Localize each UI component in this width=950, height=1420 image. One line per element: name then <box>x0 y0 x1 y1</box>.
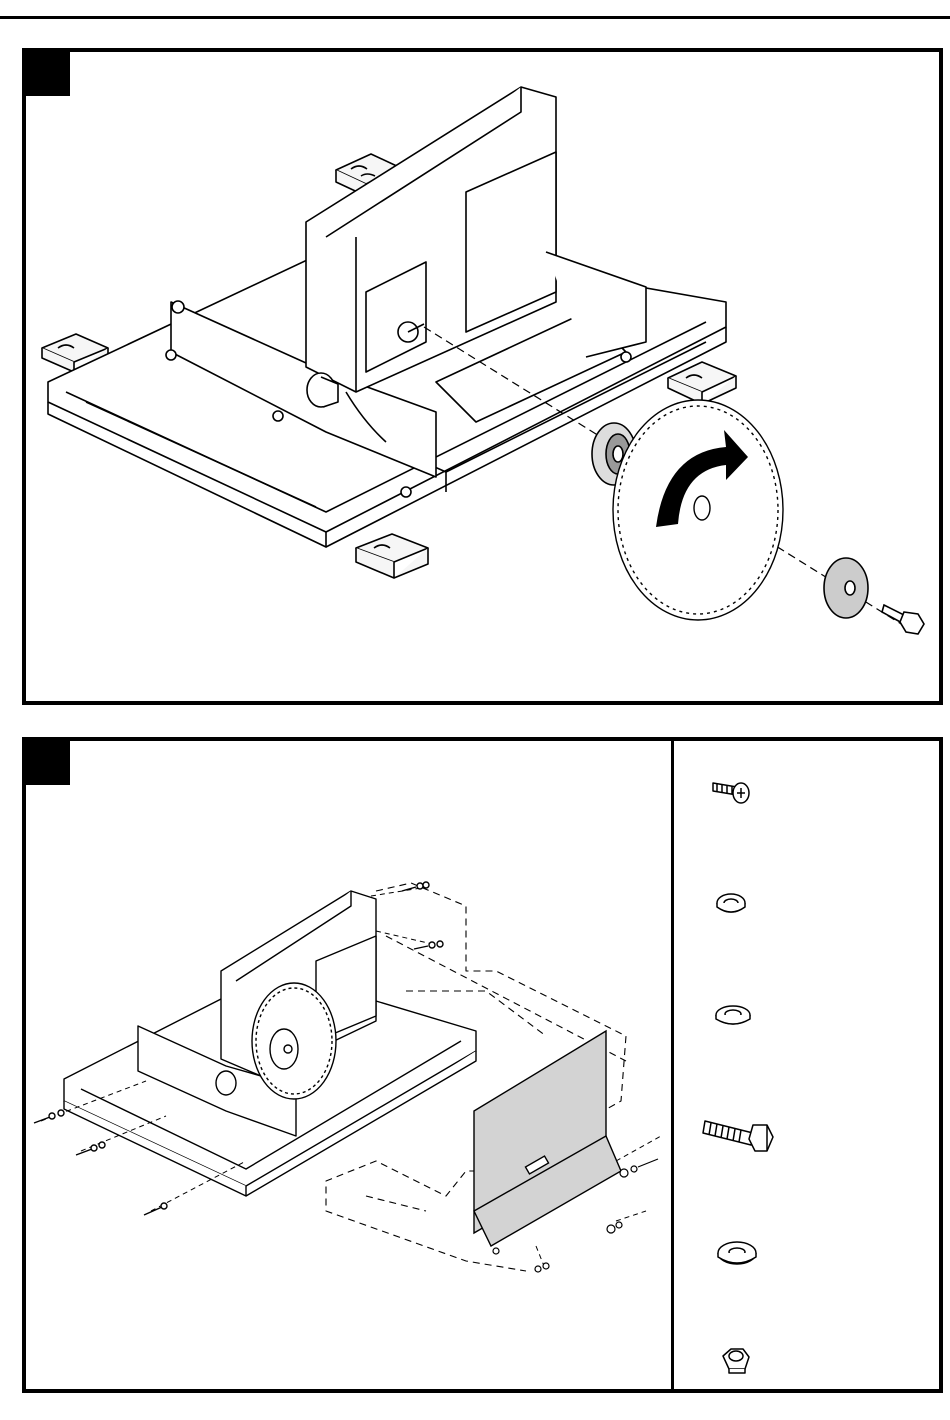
lock-washer-icon <box>717 894 745 912</box>
hardware-legend <box>675 741 939 1389</box>
hex-bolt-icon <box>703 1121 773 1151</box>
page-top-rule <box>0 16 950 19</box>
step-2-legend-divider <box>671 741 674 1389</box>
top-fasteners <box>402 882 443 949</box>
step-2-panel <box>22 737 943 1393</box>
flat-washer-small-icon <box>716 1006 750 1024</box>
arbor-bolt <box>882 605 924 634</box>
wood-block-right <box>668 362 736 404</box>
step-1-illustration <box>26 52 939 701</box>
saw-blade <box>252 983 336 1099</box>
rear-guard-plate <box>474 1031 621 1246</box>
flat-washer-large-icon <box>718 1242 756 1264</box>
lock-nut-icon <box>723 1349 749 1373</box>
saw-blade <box>613 400 783 620</box>
step-1-panel <box>22 48 943 705</box>
step-2-illustration <box>26 741 671 1389</box>
bevel-knob <box>216 1071 236 1095</box>
pan-head-screw-icon <box>713 783 749 803</box>
wood-block-front <box>356 534 428 578</box>
outer-flange <box>824 558 868 618</box>
